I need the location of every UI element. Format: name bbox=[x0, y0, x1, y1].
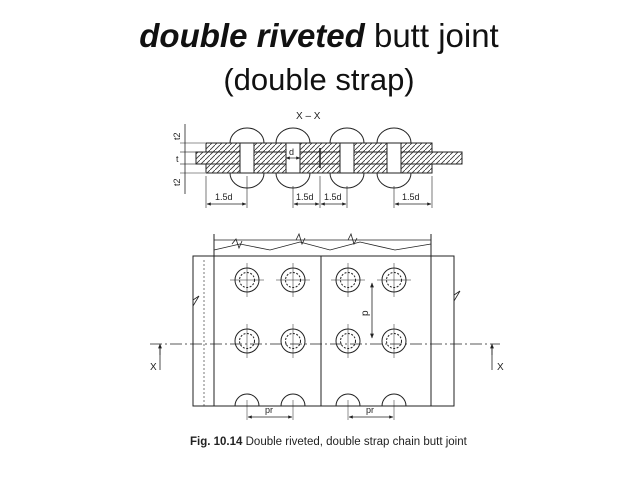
plan-rivets bbox=[230, 263, 411, 358]
label-d: d bbox=[289, 147, 294, 157]
rivet-plan-4 bbox=[377, 263, 411, 297]
figure-caption: Fig. 10.14 Double riveted, double strap … bbox=[190, 436, 467, 448]
title-rest: butt joint bbox=[364, 17, 499, 54]
caption-number: Fig. 10.14 bbox=[190, 436, 243, 448]
right-plate bbox=[320, 255, 455, 407]
dim-label-4: 1.5d bbox=[402, 192, 420, 202]
label-pitch: p bbox=[360, 310, 371, 316]
rivet-plan-3 bbox=[331, 263, 365, 297]
dim-label-1: 1.5d bbox=[215, 192, 233, 202]
dim-label-2: 1.5d bbox=[296, 192, 314, 202]
rivet-3 bbox=[329, 127, 365, 189]
dim-label-3: 1.5d bbox=[324, 192, 342, 202]
label-pr-left: pr bbox=[265, 405, 273, 415]
slide-subtitle: (double strap) bbox=[223, 62, 415, 97]
rivet-1 bbox=[229, 127, 265, 189]
rivet-plan-5 bbox=[234, 324, 260, 358]
label-x-right: X bbox=[497, 362, 504, 373]
rivet-plan-8 bbox=[381, 324, 407, 358]
bottom-strap bbox=[205, 163, 433, 174]
left-plate bbox=[192, 255, 322, 407]
caption-text: Double riveted, double strap chain butt … bbox=[242, 436, 467, 448]
section-label: X – X bbox=[296, 111, 321, 122]
plan-view bbox=[150, 232, 500, 420]
section-rivets bbox=[229, 127, 412, 189]
label-x-left: X bbox=[150, 362, 157, 373]
label-t2-bottom: t2 bbox=[172, 178, 182, 186]
top-strap bbox=[205, 142, 433, 153]
title-emphasis: double riveted bbox=[139, 17, 365, 54]
label-t2-top: t2 bbox=[172, 132, 182, 140]
rivet-4 bbox=[376, 127, 412, 189]
section-view bbox=[180, 124, 463, 208]
slide-title: double riveted butt joint bbox=[0, 14, 638, 58]
rivet-plan-1 bbox=[230, 263, 264, 297]
main-plate bbox=[195, 151, 463, 165]
rivet-plan-7 bbox=[335, 324, 361, 358]
rivet-plan-2 bbox=[276, 263, 310, 297]
rivet-plan-6 bbox=[280, 324, 306, 358]
label-t: t bbox=[176, 154, 179, 164]
label-pr-right: pr bbox=[366, 405, 374, 415]
